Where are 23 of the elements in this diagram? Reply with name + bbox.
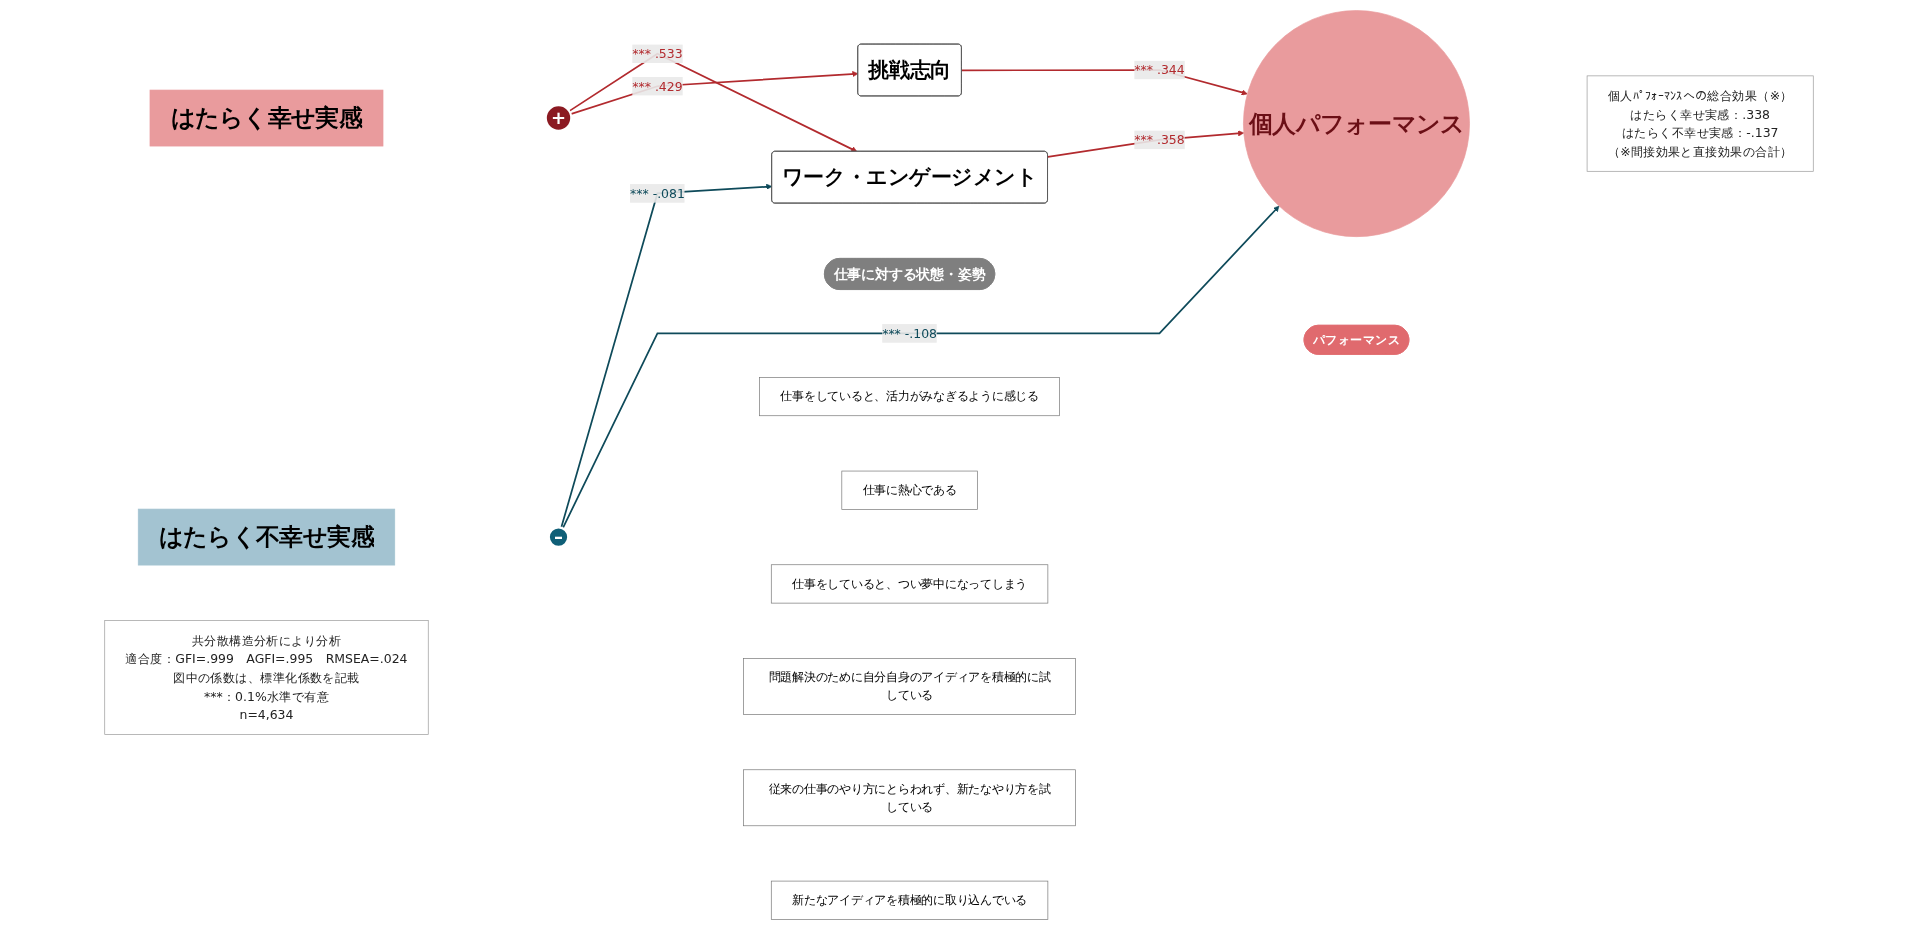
- node-circle: 個人パフォーマンス: [1243, 10, 1470, 237]
- node-box: 従来の仕事のやり方にとらわれず、新たなやり方を試している: [743, 769, 1076, 827]
- node-circle: –: [547, 526, 570, 548]
- node-box: はたらく不幸せ実感: [137, 508, 396, 566]
- node-box: 仕事をしていると、つい夢中になってしまう: [770, 564, 1049, 604]
- node-box: はたらく幸せ実感: [149, 89, 384, 147]
- edge-label: *** .429: [632, 78, 683, 94]
- edge-label: *** -.108: [882, 326, 937, 341]
- node-box: 問題解決のために自分自身のアイディアを積極的に試している: [743, 658, 1076, 715]
- arrow: [1047, 130, 1245, 158]
- arrow: [561, 205, 1280, 530]
- edge-label: *** .358: [1134, 132, 1185, 148]
- edge-label: *** .533: [632, 46, 683, 62]
- edge-label: *** .344: [1134, 62, 1185, 78]
- node-box: 新たなアイディアを積極的に取り込んでいる: [770, 880, 1049, 920]
- node-box: 仕事に熱心である: [841, 470, 978, 510]
- node-box: 共分散構造分析により分析 適合度：GFI=.999 AGFI=.995 RMSEA=.024 図中の係数は、標準化係数を記載 ***：0.1%水準で有意 n=4,634: [104, 620, 429, 735]
- edge-label: *** -.081: [630, 186, 685, 201]
- arrow: [569, 71, 859, 116]
- node-box: 個人ﾊﾟﾌｫｰﾏﾝｽへの総合効果（※） はたらく幸せ実感：.338 はたらく不幸せ実感：-.137 （※間接効果と直接効果の合計）: [1586, 75, 1814, 172]
- node-box: 仕事をしていると、活力がみなぎるように感じる: [759, 377, 1060, 417]
- arrow: [560, 183, 773, 529]
- node-circle: +: [544, 104, 573, 132]
